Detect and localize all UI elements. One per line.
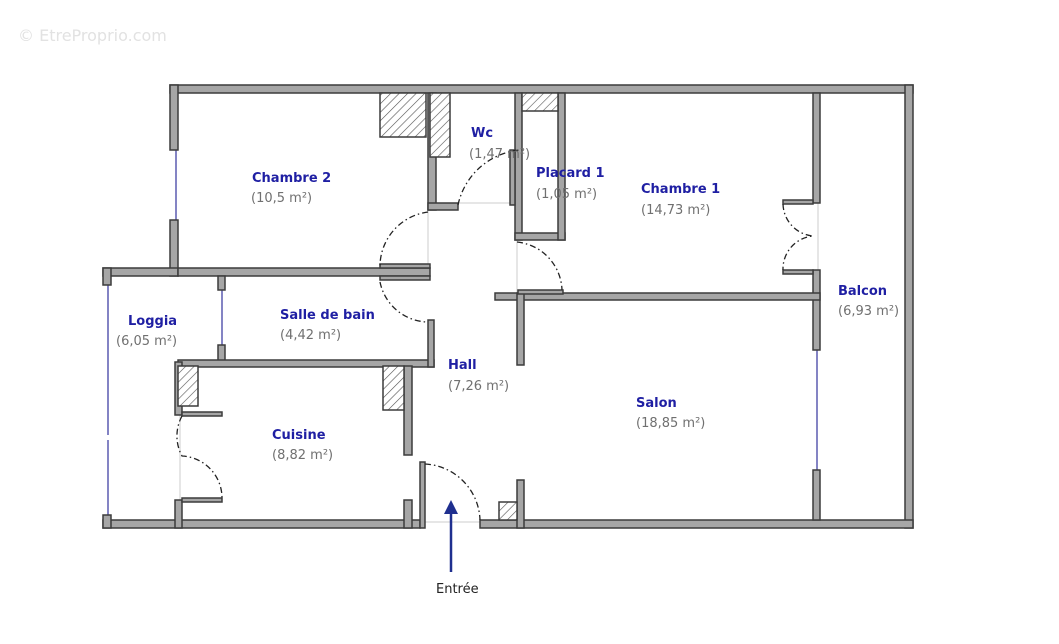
svg-text:(1,47 m²): (1,47 m²) bbox=[469, 147, 530, 162]
svg-text:(8,82 m²): (8,82 m²) bbox=[272, 448, 333, 463]
svg-text:(6,93 m²): (6,93 m²) bbox=[838, 304, 899, 319]
svg-text:Cuisine: Cuisine bbox=[272, 428, 326, 443]
room-chambre-2: Chambre 2 (10,5 m²) bbox=[251, 171, 331, 206]
room-placard-1: Placard 1 (1,05 m²) bbox=[536, 166, 605, 202]
svg-text:Salon: Salon bbox=[636, 396, 677, 411]
room-cuisine: Cuisine (8,82 m²) bbox=[272, 428, 333, 463]
svg-text:Loggia: Loggia bbox=[128, 314, 177, 329]
svg-text:(14,73 m²): (14,73 m²) bbox=[641, 203, 710, 218]
svg-text:(1,05 m²): (1,05 m²) bbox=[536, 187, 597, 202]
windows bbox=[107, 150, 818, 515]
room-balcon: Balcon (6,93 m²) bbox=[838, 284, 899, 319]
room-salle-de-bain: Salle de bain (4,42 m²) bbox=[280, 308, 375, 343]
svg-text:Wc: Wc bbox=[471, 126, 493, 141]
svg-text:Placard 1: Placard 1 bbox=[536, 166, 605, 181]
svg-text:Chambre 1: Chambre 1 bbox=[641, 182, 720, 197]
svg-text:Salle de bain: Salle de bain bbox=[280, 308, 375, 323]
svg-text:Balcon: Balcon bbox=[838, 284, 887, 299]
room-chambre-1: Chambre 1 (14,73 m²) bbox=[641, 182, 720, 218]
entrance-label: Entrée bbox=[436, 582, 479, 597]
svg-text:(18,85 m²): (18,85 m²) bbox=[636, 416, 705, 431]
watermark: © EtreProprio.com bbox=[18, 26, 167, 45]
svg-text:(7,26 m²): (7,26 m²) bbox=[448, 379, 509, 394]
svg-text:(6,05 m²): (6,05 m²) bbox=[116, 334, 177, 349]
room-salon: Salon (18,85 m²) bbox=[636, 396, 705, 431]
room-loggia: Loggia (6,05 m²) bbox=[116, 314, 177, 349]
svg-text:Chambre 2: Chambre 2 bbox=[252, 171, 331, 186]
door-swings bbox=[176, 149, 814, 521]
room-hall: Hall (7,26 m²) bbox=[448, 358, 509, 394]
entrance-arrow-icon bbox=[444, 500, 458, 572]
svg-text:(4,42 m²): (4,42 m²) bbox=[280, 328, 341, 343]
ducts bbox=[177, 92, 559, 521]
room-wc: Wc (1,47 m²) bbox=[469, 126, 530, 162]
svg-text:(10,5 m²): (10,5 m²) bbox=[251, 191, 312, 206]
room-labels: Chambre 2 (10,5 m²) Wc (1,47 m²) Placard 1… bbox=[116, 126, 899, 463]
svg-text:Hall: Hall bbox=[448, 358, 477, 373]
